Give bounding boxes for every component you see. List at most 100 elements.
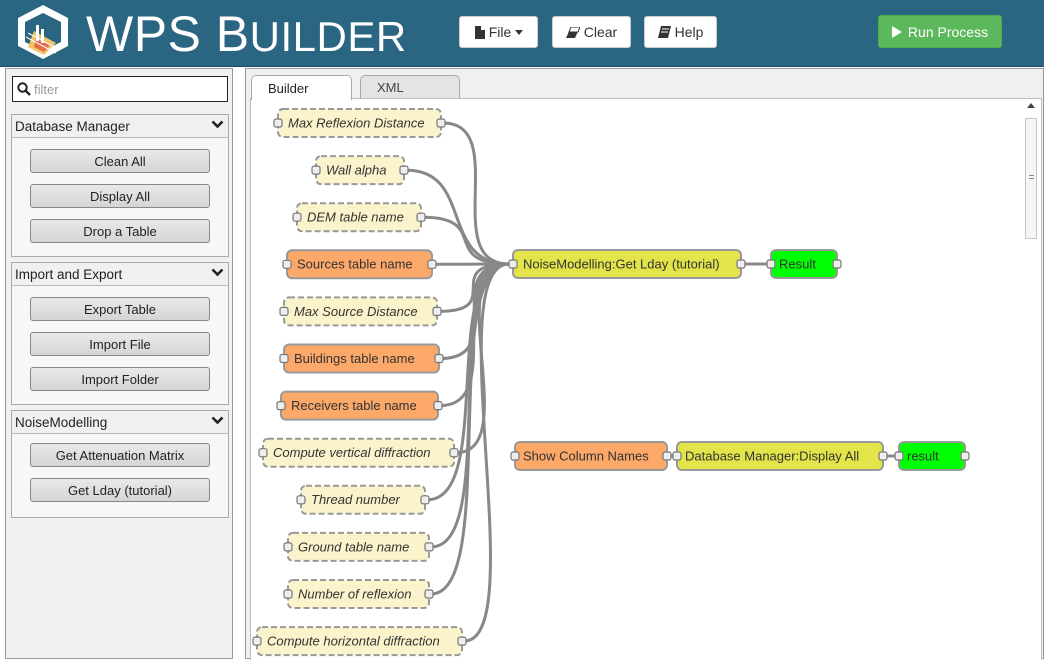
input-node-number-of-reflexion[interactable]: Number of reflexion: [284, 580, 433, 608]
vertical-scrollbar[interactable]: [1023, 99, 1039, 660]
run-process-button[interactable]: Run Process: [878, 15, 1002, 48]
process-node-display-all[interactable]: Database Manager:Display All: [673, 442, 887, 470]
book-icon: [658, 26, 671, 38]
input-port[interactable]: [277, 402, 285, 410]
input-port[interactable]: [280, 307, 288, 315]
input-port[interactable]: [259, 449, 267, 457]
input-port[interactable]: [511, 452, 519, 460]
input-node-max-reflexion-distance-label: Max Reflexion Distance: [288, 115, 425, 130]
caret-down-icon: [515, 30, 523, 35]
input-port[interactable]: [509, 260, 517, 268]
connection-line: [464, 264, 509, 641]
input-port[interactable]: [767, 260, 775, 268]
output-port[interactable]: [663, 452, 671, 460]
get-lday-tutorial-button[interactable]: Get Lday (tutorial): [30, 478, 210, 502]
process-node-display-all-label: Database Manager:Display All: [685, 448, 859, 463]
scroll-up-arrow-icon[interactable]: [1027, 103, 1035, 108]
group-header-noisemodelling[interactable]: NoiseModelling: [12, 411, 228, 434]
output-port[interactable]: [428, 260, 436, 268]
output-port[interactable]: [425, 590, 433, 598]
output-node-result[interactable]: Result: [767, 250, 841, 278]
input-node-number-of-reflexion-label: Number of reflexion: [298, 586, 411, 601]
input-port[interactable]: [274, 119, 282, 127]
group-header-import-export[interactable]: Import and Export: [12, 263, 228, 286]
input-node-thread-number[interactable]: Thread number: [297, 486, 429, 514]
input-port[interactable]: [297, 496, 305, 504]
process-node-get-lday-label: NoiseModelling:Get Lday (tutorial): [523, 256, 720, 271]
display-all-button[interactable]: Display All: [30, 184, 210, 208]
output-port[interactable]: [433, 307, 441, 315]
eraser-icon: [566, 27, 580, 38]
output-port[interactable]: [417, 213, 425, 221]
group-noisemodelling: NoiseModelling Get Attenuation Matrix Ge…: [11, 410, 229, 518]
input-node-receivers-table-name[interactable]: Receivers table name: [277, 392, 442, 420]
output-port[interactable]: [833, 260, 841, 268]
file-label: File: [489, 24, 512, 40]
filter-box: [12, 76, 228, 102]
file-menu-button[interactable]: File: [459, 16, 538, 48]
filter-input[interactable]: [34, 82, 214, 97]
input-port[interactable]: [293, 213, 301, 221]
input-node-wall-alpha[interactable]: Wall alpha: [312, 156, 408, 184]
input-node-compute-horizontal-diffraction-label: Compute horizontal diffraction: [267, 634, 440, 649]
output-port[interactable]: [737, 260, 745, 268]
input-node-ground-table-name-label: Ground table name: [298, 539, 409, 554]
output-node-result-2[interactable]: result: [895, 442, 969, 470]
input-node-dem-table-name[interactable]: DEM table name: [293, 203, 425, 231]
output-port[interactable]: [400, 166, 408, 174]
group-header-database-manager[interactable]: Database Manager: [12, 115, 228, 138]
group-title: NoiseModelling: [15, 415, 107, 430]
input-node-thread-number-label: Thread number: [311, 492, 401, 507]
input-port[interactable]: [284, 590, 292, 598]
output-port[interactable]: [879, 452, 887, 460]
chevron-down-icon: [211, 268, 224, 277]
output-port[interactable]: [434, 402, 442, 410]
output-port[interactable]: [437, 119, 445, 127]
input-node-show-column-names[interactable]: Show Column Names: [511, 442, 671, 470]
input-node-show-column-names-label: Show Column Names: [523, 448, 649, 463]
process-node-get-lday[interactable]: NoiseModelling:Get Lday (tutorial): [509, 250, 745, 278]
output-port[interactable]: [961, 452, 969, 460]
input-node-max-source-distance[interactable]: Max Source Distance: [280, 297, 441, 325]
input-node-max-reflexion-distance[interactable]: Max Reflexion Distance: [274, 109, 445, 137]
search-icon: [17, 82, 31, 96]
input-port[interactable]: [283, 260, 291, 268]
group-import-export: Import and Export Export Table Import Fi…: [11, 262, 229, 405]
drop-table-button[interactable]: Drop a Table: [30, 219, 210, 243]
output-node-result-label: Result: [779, 256, 816, 271]
connection-line: [423, 217, 509, 264]
input-port[interactable]: [673, 452, 681, 460]
clear-label: Clear: [584, 24, 617, 40]
export-table-button[interactable]: Export Table: [30, 297, 210, 321]
top-bar: WPS BUILDER File Clear Help Run Process: [0, 0, 1044, 67]
output-port[interactable]: [421, 496, 429, 504]
get-attenuation-matrix-button[interactable]: Get Attenuation Matrix: [30, 443, 210, 467]
input-node-buildings-table-name-label: Buildings table name: [294, 351, 415, 366]
input-port[interactable]: [280, 355, 288, 363]
input-port[interactable]: [895, 452, 903, 460]
output-port[interactable]: [458, 637, 466, 645]
output-port[interactable]: [425, 543, 433, 551]
input-port[interactable]: [312, 166, 320, 174]
help-button[interactable]: Help: [644, 16, 717, 48]
output-port[interactable]: [435, 355, 443, 363]
tab-xml[interactable]: XML: [360, 75, 460, 99]
input-node-ground-table-name[interactable]: Ground table name: [284, 533, 433, 561]
clean-all-button[interactable]: Clean All: [30, 149, 210, 173]
input-node-compute-horizontal-diffraction[interactable]: Compute horizontal diffraction: [253, 627, 466, 655]
import-folder-button[interactable]: Import Folder: [30, 367, 210, 391]
clear-button[interactable]: Clear: [552, 16, 631, 48]
tab-builder[interactable]: Builder: [251, 75, 352, 100]
input-node-receivers-table-name-label: Receivers table name: [291, 398, 417, 413]
scrollbar-thumb[interactable]: [1025, 118, 1037, 239]
input-port[interactable]: [253, 637, 261, 645]
input-port[interactable]: [284, 543, 292, 551]
input-node-compute-vertical-diffraction[interactable]: Compute vertical diffraction: [259, 439, 458, 467]
input-node-buildings-table-name[interactable]: Buildings table name: [280, 345, 443, 373]
input-node-sources-table-name[interactable]: Sources table name: [283, 250, 436, 278]
output-port[interactable]: [450, 449, 458, 457]
import-file-button[interactable]: Import File: [30, 332, 210, 356]
